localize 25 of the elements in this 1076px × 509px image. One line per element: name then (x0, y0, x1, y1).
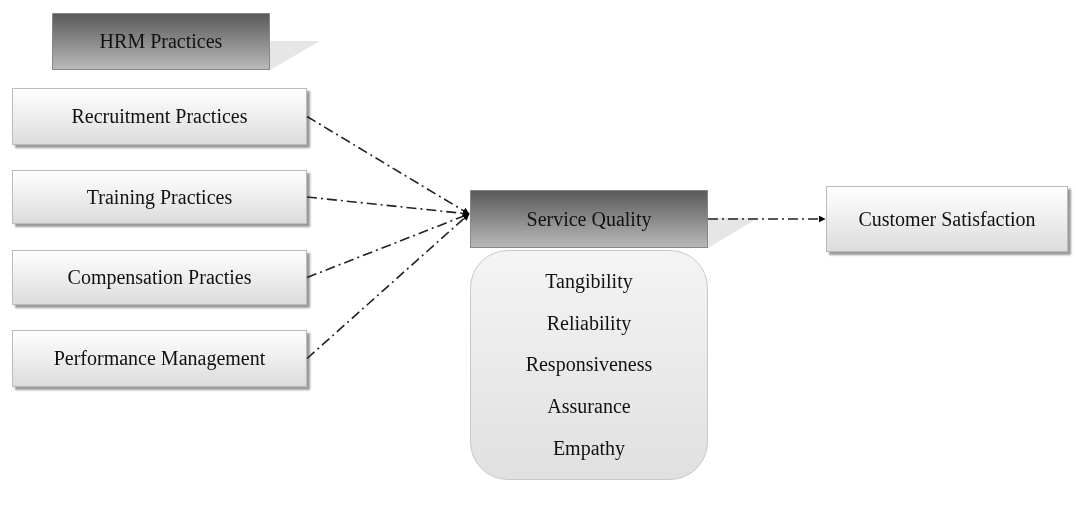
heading-box (52, 13, 270, 70)
node-label: Performance Management (53, 347, 266, 370)
service-quality-box (470, 190, 708, 248)
node-label: Service Quality (526, 207, 652, 231)
dimension-label: Empathy (552, 436, 626, 460)
arrow (306, 213, 470, 360)
arrow (707, 215, 826, 223)
practice-box (12, 170, 307, 224)
dimensions-panel (470, 250, 708, 480)
practice-box (12, 330, 307, 387)
outcome-box (826, 186, 1068, 252)
node-label: Training Practices (86, 185, 233, 209)
node-label: Compensation Practies (67, 266, 252, 289)
arrow (306, 213, 470, 279)
dimension-label: Reliability (546, 311, 632, 335)
practice-box (12, 250, 307, 305)
practice-box (12, 88, 307, 145)
dimension-label: Tangibility (545, 270, 633, 294)
dimension-label: Assurance (547, 395, 631, 419)
arrow (306, 115, 470, 215)
dimension-label: Responsiveness (525, 353, 653, 377)
arrow (306, 196, 470, 217)
node-label: Recruitment Practices (71, 105, 248, 128)
node-label: Customer Satisfaction (858, 207, 1036, 231)
node-label: HRM Practices (99, 30, 223, 53)
